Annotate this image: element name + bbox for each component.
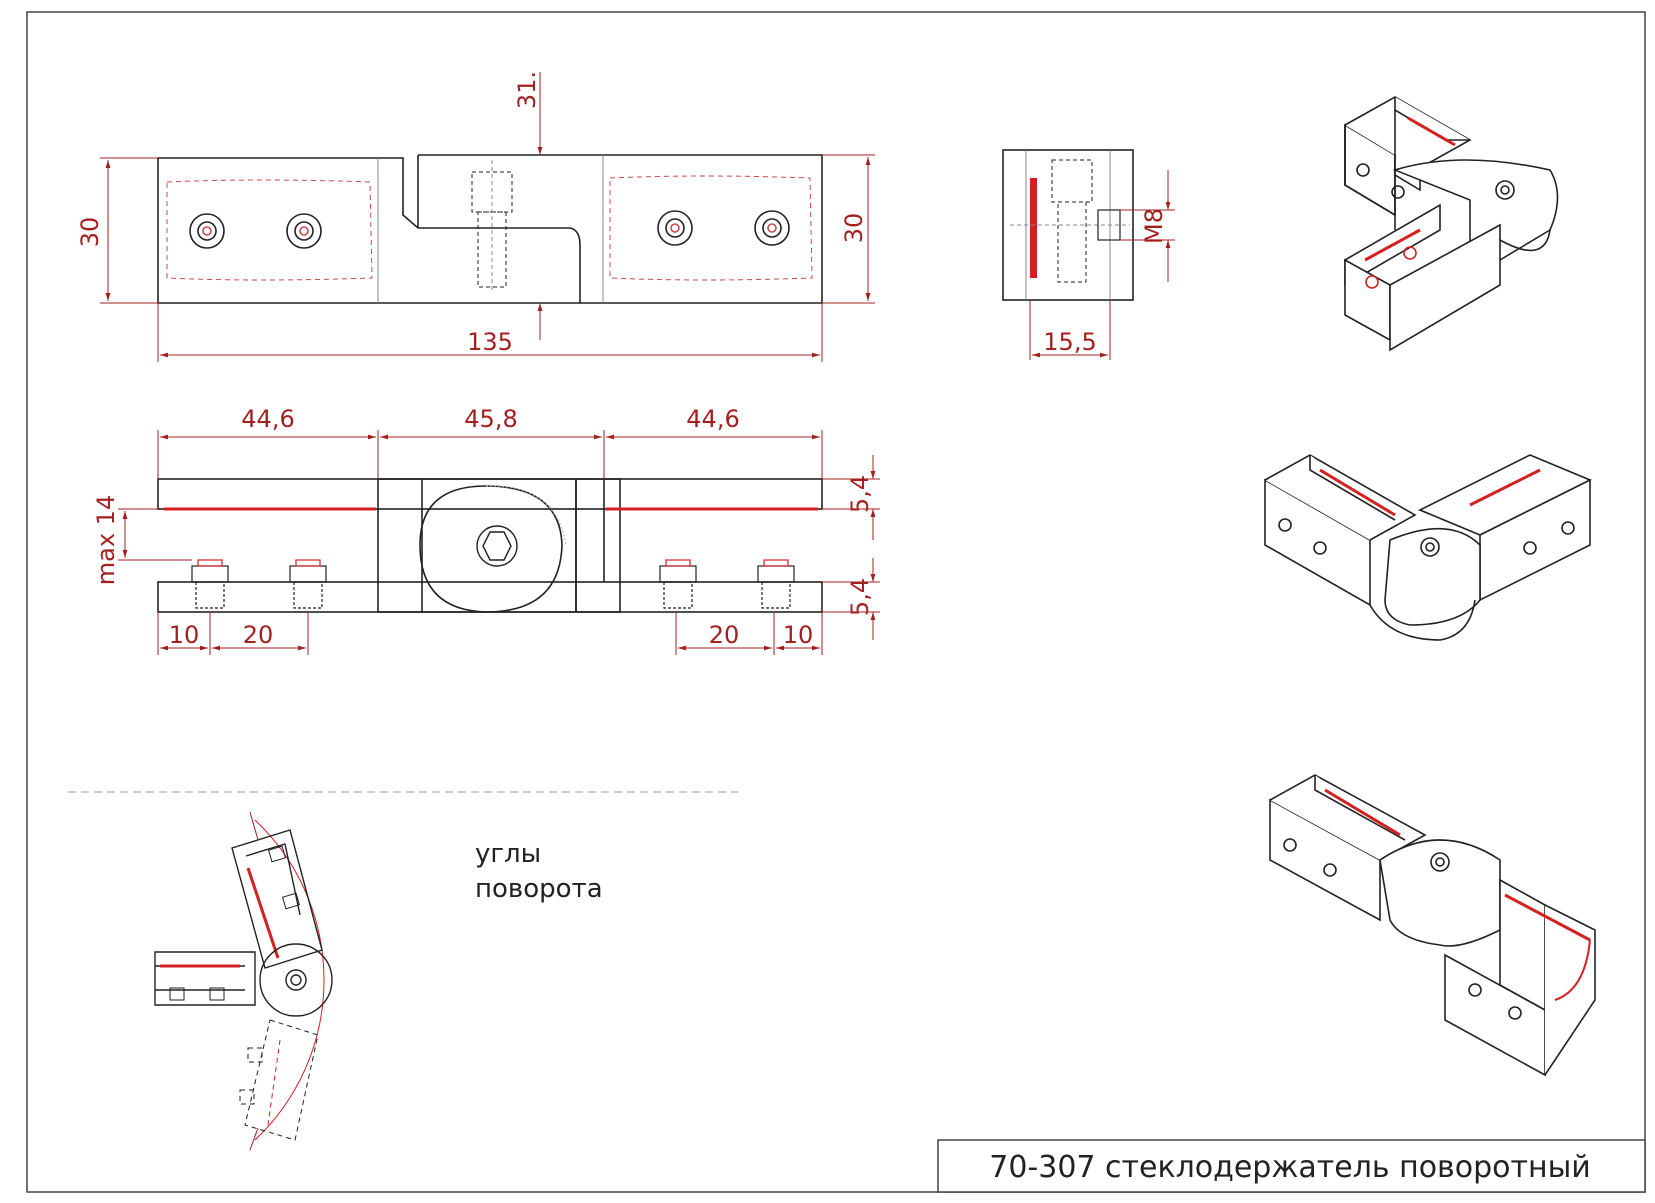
dim-gap-max: max 14 xyxy=(92,495,120,585)
dim-bottom-mid: 45,8 xyxy=(464,405,517,433)
dim-top-offset: 31. xyxy=(513,71,541,109)
dim-plate-top: 5,4 xyxy=(846,475,874,513)
screw-icon xyxy=(657,210,693,246)
dim-top-length: 135 xyxy=(467,328,513,356)
front-view-dimensions xyxy=(118,430,880,655)
setscrew-icon xyxy=(659,559,697,609)
dim-side-thread: M8 xyxy=(1140,208,1168,244)
dim-hole-left-pitch: 20 xyxy=(243,621,274,649)
setscrew-icon xyxy=(757,559,795,609)
dim-bottom-left: 44,6 xyxy=(241,405,294,433)
screw-icon xyxy=(754,210,790,246)
drawing-frame xyxy=(26,11,1646,1193)
side-view-dimensions xyxy=(1029,170,1175,360)
isometric-view-straight xyxy=(1269,774,1596,1077)
title-block: 70-307 стеклодержатель поворотный xyxy=(937,1139,1646,1193)
rotation-note-line1: углы xyxy=(475,839,541,869)
dim-side-width: 15,5 xyxy=(1043,328,1096,356)
isometric-view-folded xyxy=(1344,96,1559,352)
setscrew-icon xyxy=(191,559,229,609)
dim-top-height-left: 30 xyxy=(76,217,104,248)
rotation-note-line2: поворота xyxy=(475,874,603,904)
dim-hole-right-pitch: 20 xyxy=(709,621,740,649)
dim-plate-bottom: 5,4 xyxy=(846,578,874,616)
drawing-title: 70-307 стеклодержатель поворотный xyxy=(989,1150,1591,1185)
dim-top-height-right: 30 xyxy=(840,213,868,244)
top-view-dimensions xyxy=(100,72,875,362)
top-view xyxy=(157,154,823,304)
front-view xyxy=(157,478,823,613)
screw-icon xyxy=(189,213,225,249)
side-view xyxy=(1002,149,1134,301)
isometric-view-angled xyxy=(1264,454,1592,641)
dim-hole-left-edge: 10 xyxy=(169,621,200,649)
dim-bottom-right: 44,6 xyxy=(686,405,739,433)
setscrew-icon xyxy=(289,559,327,609)
dim-hole-right-edge: 10 xyxy=(783,621,814,649)
screw-icon xyxy=(286,213,322,249)
rotation-diagram xyxy=(154,811,333,1151)
